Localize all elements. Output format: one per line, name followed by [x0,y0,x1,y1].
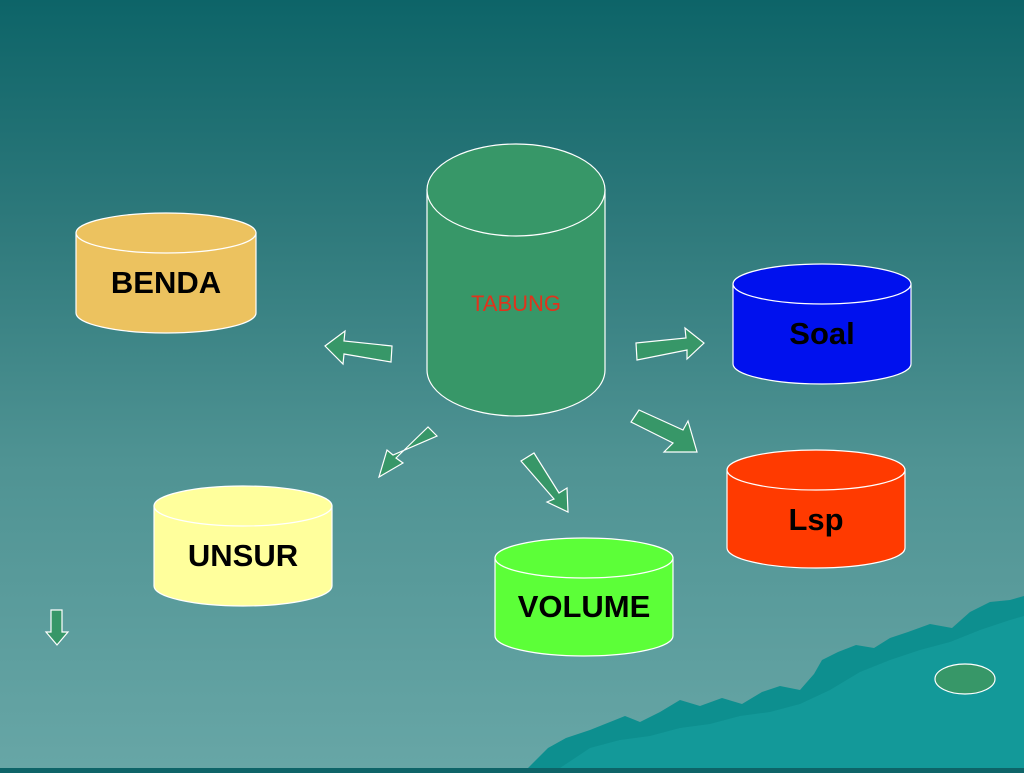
node-unsur [153,485,333,607]
label-soal: Soal [789,316,855,351]
label-unsur: UNSUR [187,538,299,573]
node-lsp [726,449,906,569]
label-lsp: Lsp [788,502,844,537]
cylinder-top [426,143,606,237]
arrow-to-unsur [377,426,439,479]
center-cylinder [426,143,606,417]
node-volume [494,537,674,657]
node-benda [75,212,257,334]
arrow-to-benda [324,329,393,366]
cylinder-body [426,189,606,417]
oval-button-icon[interactable] [934,663,996,695]
label-volume: VOLUME [517,589,651,624]
arrow-to-soal [635,326,705,361]
arrow-to-lsp [630,409,698,453]
down-arrow-icon[interactable] [44,609,70,646]
node-soal [732,263,912,385]
arrow-to-volume [520,452,569,513]
mountain-ridge [560,616,1024,768]
label-benda: BENDA [110,265,222,300]
center-label: TABUNG [470,291,562,316]
